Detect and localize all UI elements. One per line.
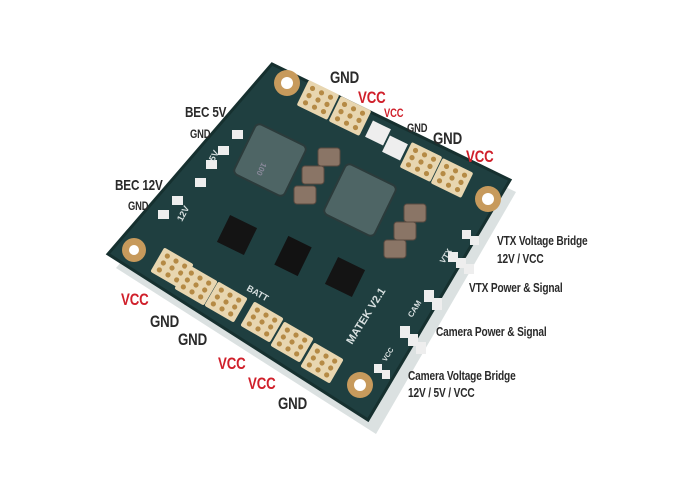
top-power-pads [296,79,474,199]
label-left-vcc: VCC [121,290,149,309]
label-bec-5v: BEC 5V [185,104,227,121]
label-top-gnd-1: GND [330,68,360,87]
label-camera-power-signal: Camera Power & Signal [436,324,547,339]
label-vtx-voltage-bridge: VTX Voltage Bridge [497,233,588,248]
label-bec-12v-gnd: GND [128,199,149,213]
label-bec-5v-gnd: GND [190,127,211,141]
label-bottom-vcc-2: VCC [248,374,276,393]
label-top-gnd-small: GND [407,121,428,135]
bec-pads [158,130,243,219]
vtx-cam-pads [374,230,479,379]
label-bec-12v: BEC 12V [115,177,163,194]
label-camera-bridge-options: 12V / 5V / VCC [408,385,475,400]
label-left-gnd-2: GND [178,330,208,349]
label-left-gnd-1: GND [150,312,180,331]
inductors [233,123,397,237]
label-bottom-gnd: GND [278,394,308,413]
label-vtx-power-signal: VTX Power & Signal [469,280,563,295]
label-top-vcc-1: VCC [358,88,386,107]
capacitors [293,147,427,259]
chips [216,214,366,298]
label-vtx-bridge-options: 12V / VCC [497,251,544,266]
label-top-gnd-2: GND [433,129,463,148]
label-camera-voltage-bridge: Camera Voltage Bridge [408,368,516,383]
label-top-vcc-2: VCC [466,147,494,166]
label-bottom-vcc-1: VCC [218,354,246,373]
mounting-holes [122,70,501,398]
silk-5v: 5V [207,149,221,163]
label-top-vcc-small: VCC [384,106,404,120]
